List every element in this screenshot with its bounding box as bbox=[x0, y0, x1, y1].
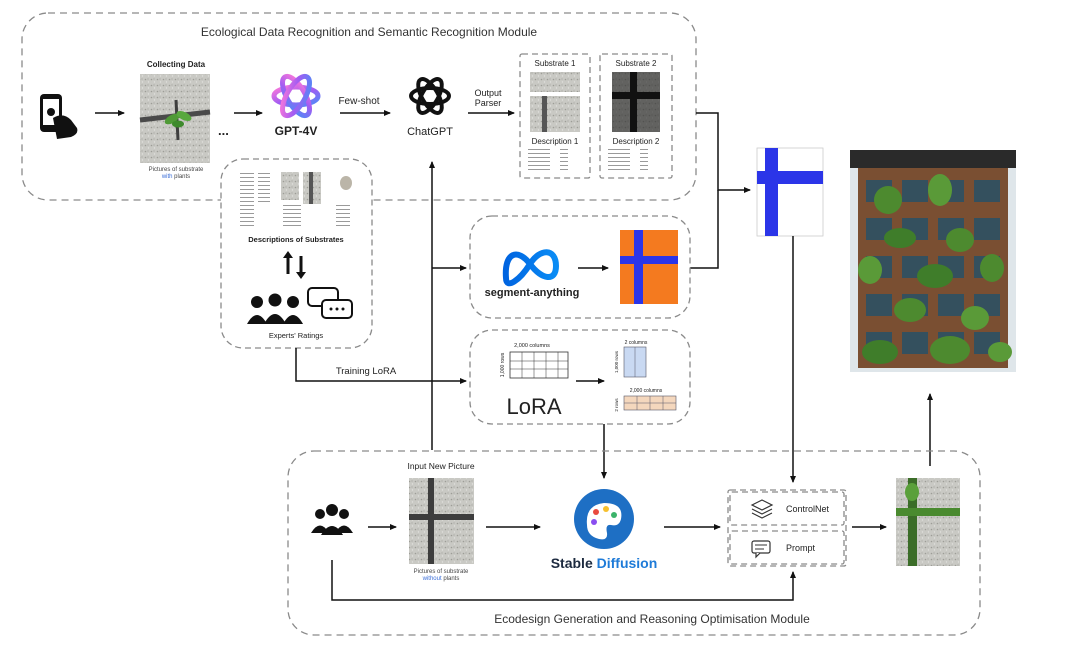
prompt-chat-icon bbox=[751, 540, 771, 559]
chatgpt-logo-icon bbox=[409, 77, 451, 115]
sam-label: segment-anything bbox=[485, 287, 580, 299]
lora-matrix-b bbox=[623, 395, 677, 411]
sam-segmentation-output bbox=[620, 230, 678, 304]
arrow-users-to-prompt bbox=[331, 560, 796, 601]
lora-a-top-label: 2 columns bbox=[625, 340, 648, 346]
phone-hand-icon bbox=[40, 94, 78, 139]
substrate-2-description-title: Description 2 bbox=[613, 137, 660, 146]
substrate-1-title: Substrate 1 bbox=[535, 59, 576, 68]
arrow-parser-to-mask bbox=[696, 112, 751, 193]
lora-matrix-side-label: 1,000 rows bbox=[500, 352, 506, 377]
green-facade-result-photo bbox=[850, 150, 1016, 372]
description-thumbnails bbox=[232, 172, 354, 227]
substrate-1-description-title: Description 1 bbox=[532, 137, 579, 146]
experts-ratings-title: Experts' Ratings bbox=[269, 331, 324, 340]
input-caption-without: without bbox=[422, 576, 442, 582]
users-group-icon bbox=[311, 504, 353, 535]
substrate-2-title: Substrate 2 bbox=[616, 59, 657, 68]
lora-label: LoRA bbox=[506, 394, 561, 419]
layers-icon bbox=[750, 499, 774, 519]
few-shot-label: Few-shot bbox=[338, 96, 379, 107]
substrate-1-photo-a bbox=[530, 72, 580, 92]
bottom-module-title: Ecodesign Generation and Reasoning Optim… bbox=[494, 612, 810, 626]
descriptions-title: Descriptions of Substrates bbox=[248, 235, 343, 244]
more-data-ellipsis: ... bbox=[218, 123, 229, 138]
swap-arrows-icon bbox=[283, 251, 306, 279]
input-caption-plants: plants bbox=[442, 576, 460, 582]
input-new-picture-title: Input New Picture bbox=[407, 461, 474, 471]
input-caption-line1: Pictures of substrate bbox=[414, 569, 469, 575]
lora-a-side-label: 1,000 rows bbox=[614, 350, 619, 373]
stable-diffusion-logo-icon bbox=[574, 489, 634, 549]
prompt-box bbox=[729, 530, 845, 565]
output-parser-line1: Output bbox=[474, 88, 502, 98]
generated-output-photo bbox=[896, 478, 960, 566]
experts-group-icon bbox=[247, 293, 303, 324]
top-module-title: Ecological Data Recognition and Semantic… bbox=[201, 25, 538, 39]
lora-matrix-a bbox=[623, 346, 647, 378]
lora-weight-matrix bbox=[509, 351, 569, 379]
collected-plant-photo bbox=[139, 74, 211, 163]
collect-caption-with: with bbox=[161, 174, 173, 180]
input-substrate-photo bbox=[409, 478, 474, 564]
input-caption-line2: without plants bbox=[422, 576, 460, 582]
collect-caption-plants: plants bbox=[172, 174, 190, 180]
substrate-2-description-text bbox=[608, 148, 648, 170]
collecting-data-title: Collecting Data bbox=[147, 60, 206, 69]
stable-word: Stable bbox=[551, 555, 593, 571]
collect-caption-line2: with plants bbox=[161, 174, 190, 180]
controlnet-label: ControlNet bbox=[786, 504, 830, 514]
substrate-1-photo-b bbox=[530, 96, 580, 132]
diffusion-word: Diffusion bbox=[597, 555, 658, 571]
meta-logo-icon bbox=[502, 249, 559, 287]
substrate-card-2: Substrate 2 Description 2 bbox=[599, 53, 673, 179]
substrate-card-1: Substrate 1 Description 1 bbox=[519, 53, 591, 179]
lora-b-side-label: 2 rows bbox=[614, 398, 619, 412]
stable-diffusion-label: Stable Diffusion bbox=[551, 555, 658, 571]
prompt-label: Prompt bbox=[786, 543, 816, 553]
chat-bubbles-icon bbox=[307, 287, 353, 319]
substrate-1-description-text bbox=[528, 148, 568, 170]
chatgpt-label: ChatGPT bbox=[407, 126, 453, 138]
output-parser-line2: Parser bbox=[475, 98, 502, 108]
collect-caption-line1: Pictures of substrate bbox=[149, 167, 204, 173]
arrow-training-lora bbox=[295, 348, 467, 384]
bottom-module-frame bbox=[287, 450, 981, 636]
lora-matrix-top-label: 2,000 columns bbox=[514, 343, 550, 349]
lora-b-top-label: 2,000 columns bbox=[630, 388, 663, 394]
combined-mask-image bbox=[756, 147, 824, 237]
training-lora-label: Training LoRA bbox=[336, 366, 397, 377]
gpt4v-logo-icon bbox=[271, 73, 321, 119]
line-sam-to-mask bbox=[690, 190, 719, 269]
gpt4v-label: GPT-4V bbox=[275, 124, 318, 138]
